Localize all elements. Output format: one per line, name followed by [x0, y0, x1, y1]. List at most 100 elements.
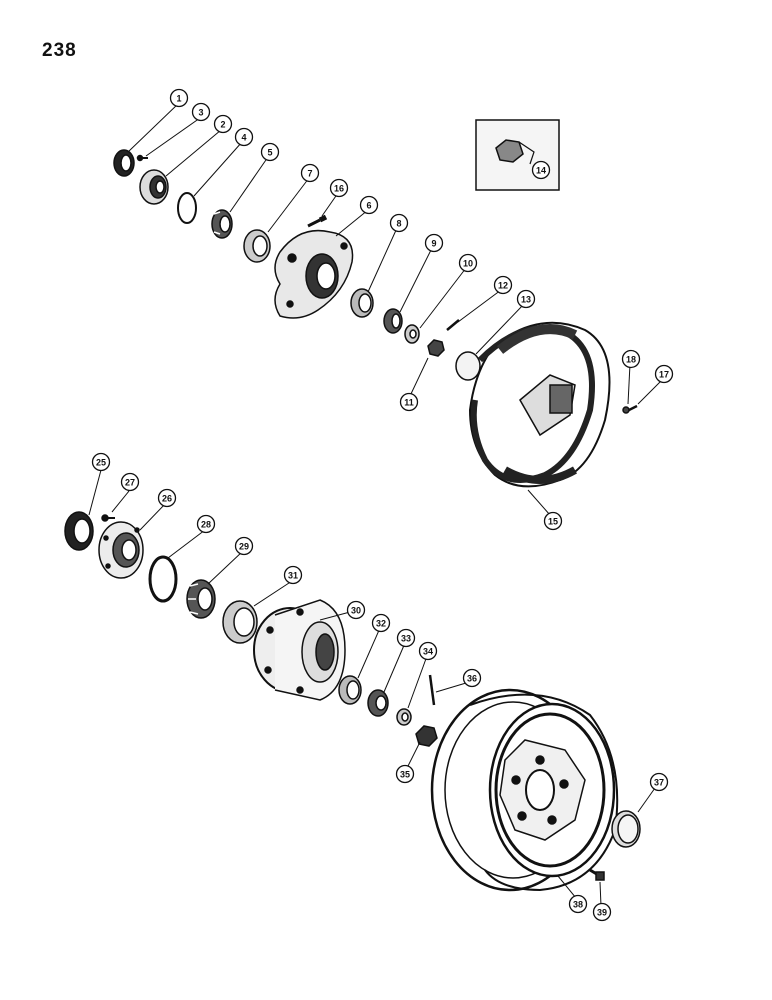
callout-label: 27	[125, 478, 135, 488]
part-31-bearing-cup	[222, 600, 258, 644]
part-12-cotter-pin	[446, 319, 460, 331]
callout-35: 35	[395, 764, 415, 784]
callout-4: 4	[234, 127, 254, 147]
callout-circle	[346, 600, 366, 620]
part-14-inset	[475, 119, 560, 191]
part-11-nut	[427, 339, 445, 357]
part-13-cap	[455, 351, 481, 381]
callout-circle	[458, 253, 478, 273]
callout-10: 10	[458, 253, 478, 273]
callout-label: 2	[220, 120, 225, 130]
part-32-bearing-cup	[338, 675, 362, 705]
callout-6: 6	[359, 195, 379, 215]
part-38-wheel	[430, 688, 619, 892]
callout-label: 38	[573, 900, 583, 910]
part-9-bearing-cone	[383, 308, 403, 334]
part-1-seal	[113, 149, 135, 177]
lower-assembly	[64, 469, 656, 907]
part-29-bearing-cone	[186, 579, 216, 619]
callout-39: 39	[592, 902, 612, 922]
callout-28: 28	[196, 514, 216, 534]
callout-label: 36	[467, 674, 477, 684]
callout-2: 2	[213, 114, 233, 134]
part-39-bolt	[589, 868, 605, 881]
callout-circle	[395, 764, 415, 784]
callout-label: 5	[267, 148, 272, 158]
callout-label: 9	[431, 239, 436, 249]
callout-circle	[389, 213, 409, 233]
callout-circle	[329, 178, 349, 198]
callout-circle	[300, 163, 320, 183]
callout-circle	[649, 772, 669, 792]
callout-circle	[371, 613, 391, 633]
part-6-hub	[274, 229, 354, 319]
part-2-retainer	[139, 169, 169, 205]
callout-circle	[531, 160, 551, 180]
callout-label: 10	[463, 259, 473, 269]
callout-circle	[191, 102, 211, 122]
callout-8: 8	[389, 213, 409, 233]
callout-circle	[213, 114, 233, 134]
part-25-seal	[64, 511, 94, 551]
callout-label: 29	[239, 542, 249, 552]
part-7-bearing-cup	[243, 229, 271, 263]
callout-25: 25	[91, 452, 111, 472]
callout-18: 18	[621, 349, 641, 369]
callout-label: 31	[288, 571, 298, 581]
part-34-washer	[396, 708, 412, 726]
part-16-bolt	[307, 214, 328, 228]
callout-29: 29	[234, 536, 254, 556]
part-4-o-ring	[177, 192, 197, 224]
callout-label: 30	[351, 606, 361, 616]
callout-circle	[396, 628, 416, 648]
part-30-hub	[253, 599, 346, 701]
callout-17: 17	[654, 364, 674, 384]
callout-label: 6	[366, 201, 371, 211]
part-33-bearing-cone	[367, 689, 389, 717]
part-28-o-ring	[148, 555, 178, 603]
callout-1: 1	[169, 88, 189, 108]
callout-37: 37	[649, 772, 669, 792]
callout-circle	[234, 127, 254, 147]
callout-label: 15	[548, 517, 558, 527]
part-3-screw	[136, 154, 148, 162]
callout-14: 14	[531, 160, 551, 180]
callout-label: 18	[626, 355, 636, 365]
callout-circle	[169, 88, 189, 108]
callout-11: 11	[399, 392, 419, 412]
part-37-hub-cap	[611, 810, 641, 848]
callout-label: 17	[659, 370, 669, 380]
leader-lines-upper	[127, 102, 664, 516]
callout-circle	[621, 349, 641, 369]
callout-circle	[516, 289, 536, 309]
callout-circle	[493, 275, 513, 295]
callout-9: 9	[424, 233, 444, 253]
page-number: 238	[42, 40, 77, 61]
callout-circle	[196, 514, 216, 534]
callout-34: 34	[418, 641, 438, 661]
callout-circle	[283, 565, 303, 585]
callout-label: 11	[404, 398, 414, 408]
callout-circle	[359, 195, 379, 215]
callout-circle	[234, 536, 254, 556]
callout-circle	[592, 902, 612, 922]
callout-label: 34	[423, 647, 433, 657]
callout-label: 32	[376, 619, 386, 629]
part-26-retainer	[98, 521, 144, 579]
callout-circle	[462, 668, 482, 688]
upper-assembly	[113, 102, 664, 516]
callout-label: 28	[201, 520, 211, 530]
callout-circle	[568, 894, 588, 914]
callout-label: 3	[198, 108, 203, 118]
callout-13: 13	[516, 289, 536, 309]
callout-27: 27	[120, 472, 140, 492]
callout-label: 37	[654, 778, 664, 788]
callout-label: 25	[96, 458, 106, 468]
callout-label: 33	[401, 634, 411, 644]
callout-label: 13	[521, 295, 531, 305]
callout-circle	[418, 641, 438, 661]
callout-label: 14	[536, 166, 546, 176]
part-18-washer	[622, 406, 630, 414]
callout-circle	[654, 364, 674, 384]
